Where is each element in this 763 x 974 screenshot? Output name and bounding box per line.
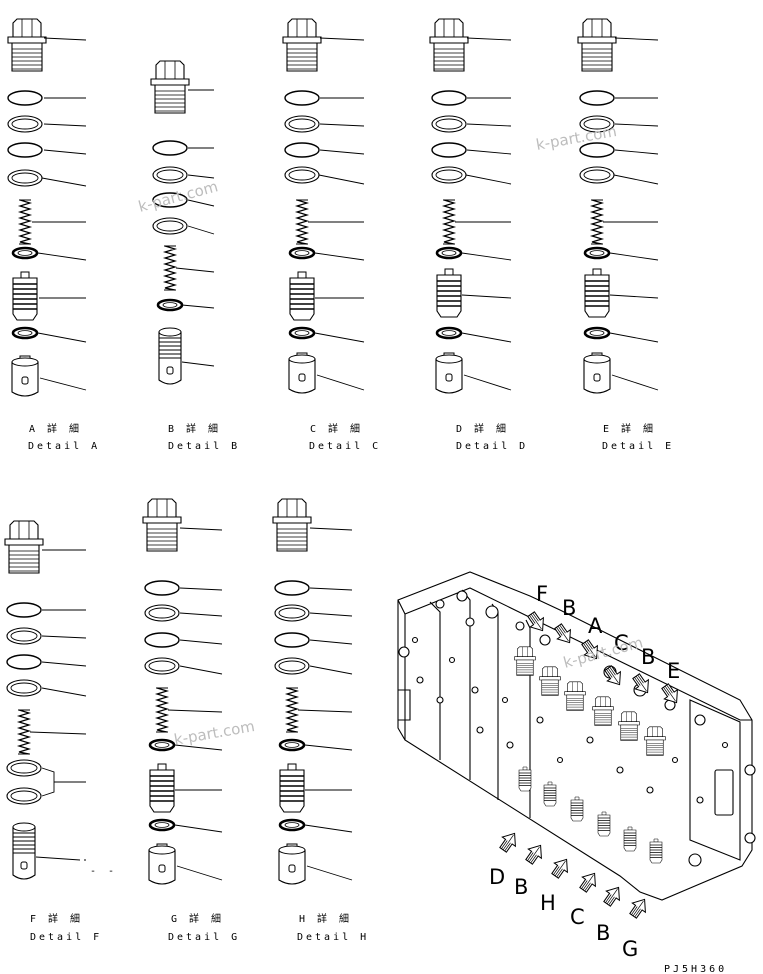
detail-h-jp-label: H 詳 細 bbox=[299, 912, 352, 925]
callout-letter: B bbox=[514, 875, 528, 899]
watermark-text: k-part.com bbox=[136, 177, 220, 216]
detail-labels: A 詳 細 Detail A B 詳 細 Detail B C 詳 細 Deta… bbox=[28, 422, 674, 943]
detail-f-en-label: Detail F bbox=[30, 932, 102, 943]
detail-f-dash-note: - - bbox=[90, 866, 117, 877]
control-valve-assembly bbox=[397, 571, 756, 901]
detail-c-jp-label: C 詳 細 bbox=[310, 422, 363, 435]
detail-a-en-label: Detail A bbox=[28, 441, 100, 452]
callout-letter: H bbox=[540, 891, 556, 915]
detail-c-exploded-view bbox=[282, 18, 365, 394]
detail-a-jp-label: A 詳 細 bbox=[29, 422, 82, 435]
callout-letter: A bbox=[588, 614, 603, 638]
detail-d-exploded-view bbox=[429, 18, 512, 394]
detail-h-en-label: Detail H bbox=[297, 932, 369, 943]
detail-h-exploded-view bbox=[272, 498, 353, 885]
watermark-text: k-part.com bbox=[173, 717, 257, 749]
callout-letter: C bbox=[570, 905, 585, 929]
callout-letter: B bbox=[562, 596, 576, 620]
detail-c-en-label: Detail C bbox=[309, 441, 381, 452]
top-callout-letters: F B A C B E bbox=[536, 582, 680, 683]
watermarks: k-part.com k-part.com k-part.com k-part.… bbox=[136, 122, 645, 749]
detail-g-en-label: Detail G bbox=[168, 932, 240, 943]
bottom-callout-letters: D B H C B G bbox=[489, 865, 638, 961]
callout-letter: G bbox=[622, 937, 638, 961]
detail-e-jp-label: E 詳 細 bbox=[603, 422, 656, 435]
detail-f-jp-label: F 詳 細 bbox=[30, 912, 83, 925]
callout-letter: D bbox=[489, 865, 505, 889]
detail-e-exploded-view bbox=[577, 18, 659, 394]
detail-a-exploded-view bbox=[7, 18, 87, 397]
drawing-code: PJ5H360 bbox=[664, 964, 727, 974]
detail-e-en-label: Detail E bbox=[602, 441, 674, 452]
watermark-text: k-part.com bbox=[535, 122, 619, 154]
detail-g-jp-label: G 詳 細 bbox=[171, 912, 224, 925]
callout-letter: B bbox=[596, 921, 610, 945]
detail-g-exploded-view bbox=[142, 498, 223, 885]
callout-letter: F bbox=[536, 582, 548, 606]
callout-letter: C bbox=[614, 631, 629, 655]
detail-d-en-label: Detail D bbox=[456, 441, 528, 452]
detail-b-jp-label: B 詳 細 bbox=[168, 422, 221, 435]
detail-d-jp-label: D 詳 細 bbox=[456, 422, 509, 435]
detail-b-en-label: Detail B bbox=[168, 441, 240, 452]
detail-b-exploded-view bbox=[150, 60, 215, 385]
detail-f-exploded-view bbox=[4, 520, 87, 880]
callout-letter: B bbox=[641, 645, 655, 669]
callout-letter: E bbox=[667, 659, 680, 683]
